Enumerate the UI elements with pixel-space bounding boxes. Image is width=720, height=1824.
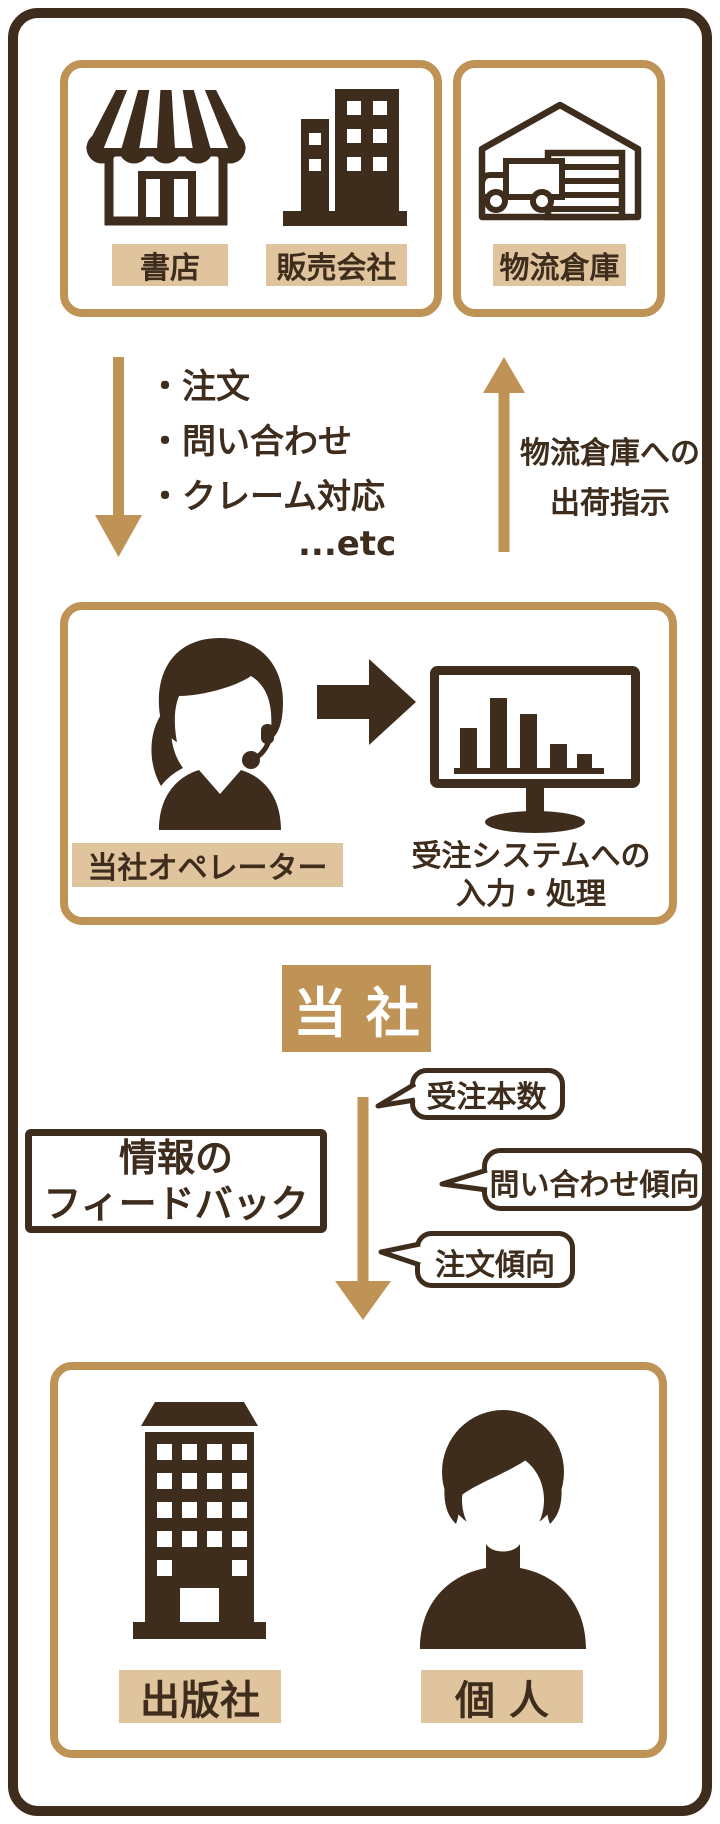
down-arrow-inbound-icon [95,357,142,557]
inbound-bullet-list: ・注文 ・問い合わせ ・クレーム対応 [148,360,385,525]
publisher-building-icon [133,1402,266,1639]
office-building-icon [283,89,407,226]
bullet-orders: ・注文 [148,367,250,407]
order-system-monitor-icon [430,666,640,833]
speech-bubble-icon [439,1148,707,1211]
order-system-line1: 受注システムへの [411,839,651,874]
speech-bubble-icon [375,1068,565,1120]
recipients-box: 出版社 個 人 [50,1362,667,1758]
bubble-inquiry-trend-label: 問い合わせ傾向 [489,1167,700,1203]
down-arrow-feedback-icon [335,1097,391,1320]
feedback-line2: フィードバック [43,1182,309,1226]
bubble-order-count: 受注本数 [372,1066,572,1122]
bubble-order-trend-label: 注文傾向 [435,1247,555,1283]
operator-label: 当社オペレーター [72,843,343,887]
speech-bubble-icon [378,1231,575,1288]
page-outer-border [8,8,712,1816]
warehouse-label: 物流倉庫 [493,244,626,286]
bookstore-label: 書店 [112,244,228,286]
up-arrow-outbound-icon [483,357,525,552]
shipping-instruction-label: 物流倉庫への 出荷指示 [515,429,705,529]
company-box: 当社オペレーター 受注システムへの 入力・処理 [60,602,677,925]
storefront-icon [86,90,246,226]
feedback-line1: 情報の [118,1136,233,1180]
bubble-order-count-label: 受注本数 [426,1080,547,1115]
individual-label: 個 人 [421,1670,583,1724]
shipping-instruction-line2: 出荷指示 [550,486,670,521]
bullet-claims: ・クレーム対応 [148,477,385,517]
shipping-instruction-line1: 物流倉庫への [520,436,700,471]
order-system-label: 受注システムへの 入力・処理 [401,838,661,914]
feedback-box: 情報の フィードバック [25,1129,327,1233]
person-icon [420,1410,586,1649]
operator-icon [151,638,283,830]
bubble-order-trend: 注文傾向 [373,1229,579,1294]
warehouse-box: 物流倉庫 [453,60,665,317]
etc-label: ...etc [298,524,397,564]
warehouse-truck-icon [478,101,642,221]
sales-company-label: 販売会社 [266,244,407,286]
bullet-inquiries: ・問い合わせ [148,422,352,462]
company-badge: 当 社 [282,965,431,1052]
bubble-inquiry-trend: 問い合わせ傾向 [434,1146,712,1217]
sources-box: 書店 販売会社 [60,60,442,317]
right-arrow-icon [317,659,416,745]
publisher-label: 出版社 [119,1670,281,1724]
order-system-line2: 入力・処理 [456,877,606,912]
